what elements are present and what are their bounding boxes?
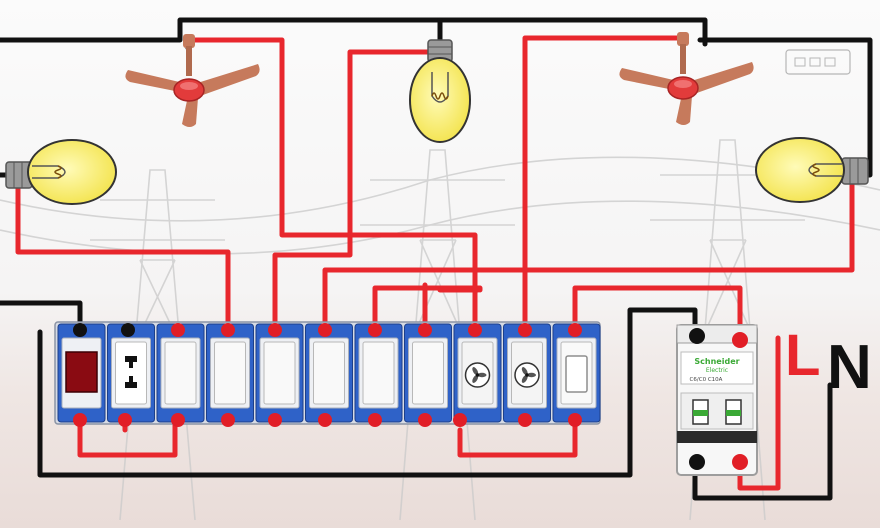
module-6-switch[interactable]	[305, 323, 353, 423]
terminal-bottom	[73, 413, 87, 427]
mcb-breaker: Schneider Electric C6/C0 C10A	[676, 324, 758, 476]
terminal-top	[318, 323, 332, 337]
switch-rocker[interactable]	[412, 341, 444, 405]
bulb-right-icon	[755, 137, 869, 203]
switch-rocker[interactable]	[362, 341, 395, 405]
terminal-top	[171, 323, 185, 337]
switch-rocker[interactable]	[164, 341, 197, 405]
terminal-top	[268, 323, 282, 337]
terminal-top	[468, 323, 482, 337]
module-11-switch[interactable]	[552, 323, 601, 423]
terminal-bottom	[518, 413, 532, 427]
module-1-indicator	[57, 323, 106, 423]
neutral-label: N	[827, 333, 872, 402]
channel-logo-icon	[785, 49, 851, 75]
neutral-wire-bottom	[37, 307, 698, 478]
switch-board	[54, 321, 601, 427]
fan-right-icon	[619, 32, 754, 125]
terminal-bottom	[221, 413, 235, 427]
module-7-switch[interactable]	[354, 323, 403, 423]
indicator-lamp-icon	[65, 351, 98, 393]
phase-label: L	[785, 323, 820, 388]
module-9-regulator[interactable]	[453, 323, 502, 423]
terminal-bottom	[171, 413, 185, 427]
terminal-top	[518, 323, 532, 337]
terminal-bottom	[118, 413, 132, 427]
bulb-left-icon	[5, 139, 117, 205]
switch-rocker[interactable]	[263, 341, 296, 405]
terminal-top	[221, 323, 235, 337]
terminal-bottom	[453, 413, 467, 427]
terminal-top	[73, 323, 87, 337]
switch-rocker[interactable]	[313, 341, 345, 405]
bulb-top-icon	[409, 39, 471, 143]
terminal-top	[418, 323, 432, 337]
switch-rocker[interactable]	[214, 341, 246, 405]
breaker-brand: Schneider	[694, 357, 739, 366]
breaker-sub: Electric	[706, 367, 728, 374]
two-pin-socket-icon	[115, 341, 147, 405]
terminal-top	[568, 323, 582, 337]
terminal-bottom	[268, 413, 282, 427]
terminal-top	[121, 323, 135, 337]
module-4-switch[interactable]	[206, 323, 254, 423]
terminal-top	[368, 323, 382, 337]
module-8-switch[interactable]	[404, 323, 452, 423]
fan-left-icon	[125, 34, 260, 127]
module-10-regulator[interactable]	[503, 323, 551, 423]
terminal-bottom	[568, 413, 582, 427]
neutral-wire-mcb	[692, 382, 833, 501]
module-5-switch[interactable]	[255, 323, 304, 423]
breaker-rating: C6/C0 C10A	[690, 377, 723, 383]
terminal-bottom	[318, 413, 332, 427]
terminal-bottom	[418, 413, 432, 427]
terminal-bottom	[368, 413, 382, 427]
module-3-switch[interactable]	[156, 323, 205, 423]
module-2-socket[interactable]	[107, 323, 155, 423]
